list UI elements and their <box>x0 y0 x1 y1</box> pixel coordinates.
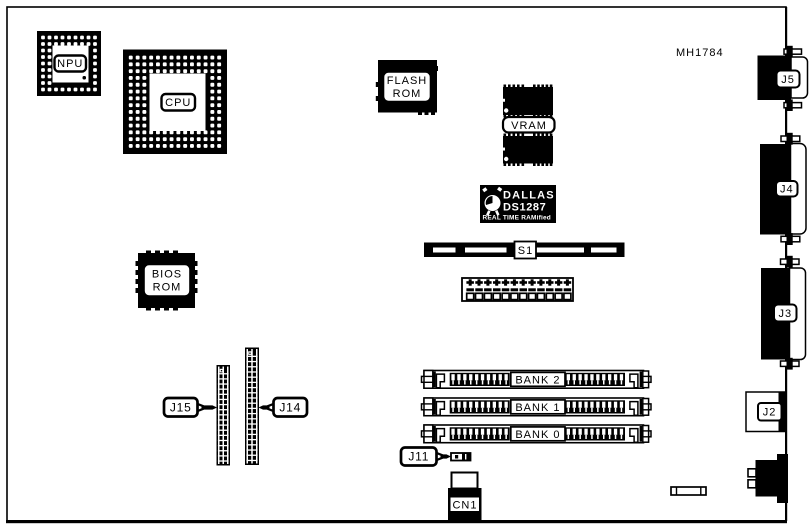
svg-text:BANK 1: BANK 1 <box>515 402 560 414</box>
svg-text:J11: J11 <box>408 450 429 464</box>
svg-text:DALLAS: DALLAS <box>503 190 555 202</box>
svg-text:VRAM: VRAM <box>511 120 547 132</box>
svg-text:BIOS: BIOS <box>152 269 182 281</box>
svg-text:J2: J2 <box>763 407 777 419</box>
svg-text:NPU: NPU <box>57 58 83 70</box>
svg-text:J14: J14 <box>279 400 301 414</box>
svg-text:CPU: CPU <box>165 97 191 109</box>
svg-text:J4: J4 <box>780 184 794 196</box>
svg-text:FLASH: FLASH <box>387 75 427 87</box>
svg-text:J5: J5 <box>781 74 795 86</box>
svg-text:J15: J15 <box>170 400 192 414</box>
svg-text:CN1: CN1 <box>452 500 477 512</box>
svg-text:BANK 2: BANK 2 <box>515 374 560 386</box>
svg-text:DS1287: DS1287 <box>503 202 546 214</box>
svg-text:REAL TIME RAMified: REAL TIME RAMified <box>483 215 551 222</box>
svg-text:J3: J3 <box>778 308 792 320</box>
svg-text:ROM: ROM <box>153 282 182 294</box>
svg-text:BANK 0: BANK 0 <box>515 429 560 441</box>
svg-text:S1: S1 <box>518 245 533 257</box>
svg-text:MH1784: MH1784 <box>676 47 724 59</box>
svg-text:ROM: ROM <box>393 88 422 100</box>
